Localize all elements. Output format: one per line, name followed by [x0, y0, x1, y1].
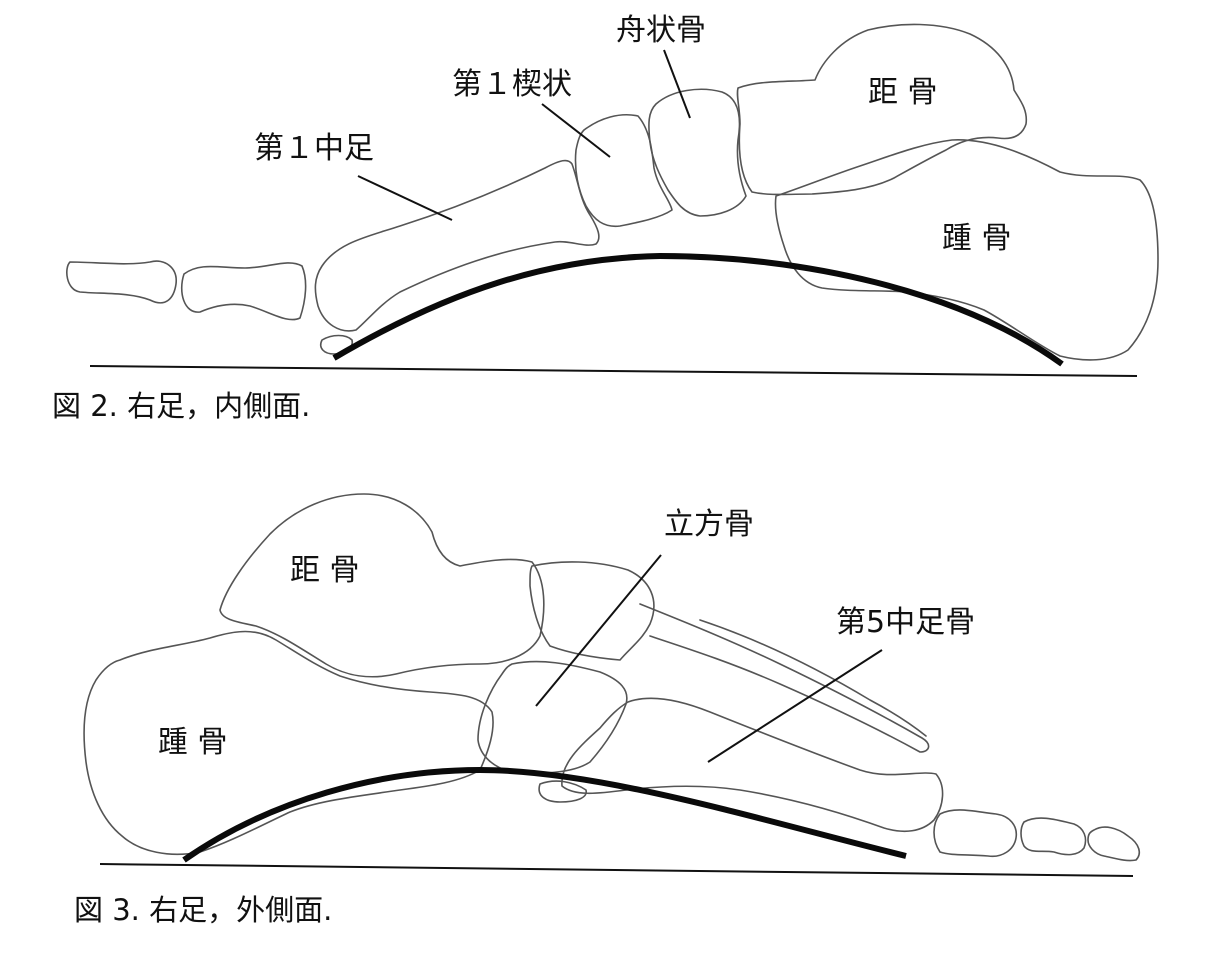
figure-3-fifth-metatarsal: [561, 697, 944, 833]
figure-3-ground-line: [99, 863, 1134, 877]
figure-3-distal-phalanx: [1087, 826, 1141, 862]
figure-3-metatarsal-leader: [707, 649, 883, 763]
figure-3-label-fifth-metatarsal: 第5中足骨: [836, 605, 975, 640]
figure-3-lesser-metatarsals: [639, 603, 930, 753]
figure-3-navicular: [529, 561, 655, 661]
figure-2-label-calcaneus: 踵 骨: [942, 221, 1012, 256]
figure-3-talus: [219, 493, 545, 678]
figure-2-calcaneus: [774, 139, 1159, 361]
figure-2-metatarsal-leader: [357, 175, 453, 221]
figure-2-label-navicular: 舟状骨: [616, 13, 706, 48]
figure-2-ground-line: [89, 365, 1138, 377]
figure-3-fifth-metatarsal-base: [538, 780, 587, 803]
figure-2-first-cuneiform: [574, 114, 673, 228]
figure-3-lateral-view: 距 骨 立方骨 第5中足骨 踵 骨 図 3. 右足，外側面.: [74, 493, 1141, 927]
figure-2-first-metatarsal: [314, 159, 600, 332]
figure-3-proximal-phalanx: [933, 809, 1018, 858]
figure-2-proximal-phalanx: [180, 262, 307, 321]
figure-3-calcaneus: [83, 630, 494, 856]
figure-3-caption: 図 3. 右足，外側面.: [74, 893, 332, 927]
figure-3-cuboid: [477, 660, 628, 774]
figure-2-medial-view: 舟状骨 第１楔状 第１中足 距 骨 踵 骨 図 2. 右足，内側面.: [52, 13, 1159, 423]
figure-2-label-first-cuneiform: 第１楔状: [452, 67, 572, 102]
figure-2-caption: 図 2. 右足，内側面.: [52, 389, 310, 423]
figure-3-cuboid-leader: [535, 554, 662, 707]
figure-2-cuneiform-leader: [541, 103, 611, 158]
figure-3-label-cuboid: 立方骨: [664, 507, 754, 542]
figure-3-label-calcaneus: 踵 骨: [158, 725, 228, 760]
figure-3-arch-line: [182, 766, 907, 863]
figure-3-middle-phalanx: [1020, 817, 1087, 856]
figure-2-distal-phalanx: [66, 260, 177, 304]
figure-2-navicular: [648, 88, 747, 217]
figure-2-label-talus: 距 骨: [868, 75, 938, 110]
figure-2-talus: [736, 23, 1028, 196]
figure-2-navicular-leader: [663, 49, 691, 119]
figure-2-arch-line: [332, 252, 1064, 367]
figure-2-label-first-metatarsal: 第１中足: [254, 131, 374, 166]
figure-3-label-talus: 距 骨: [290, 553, 360, 588]
